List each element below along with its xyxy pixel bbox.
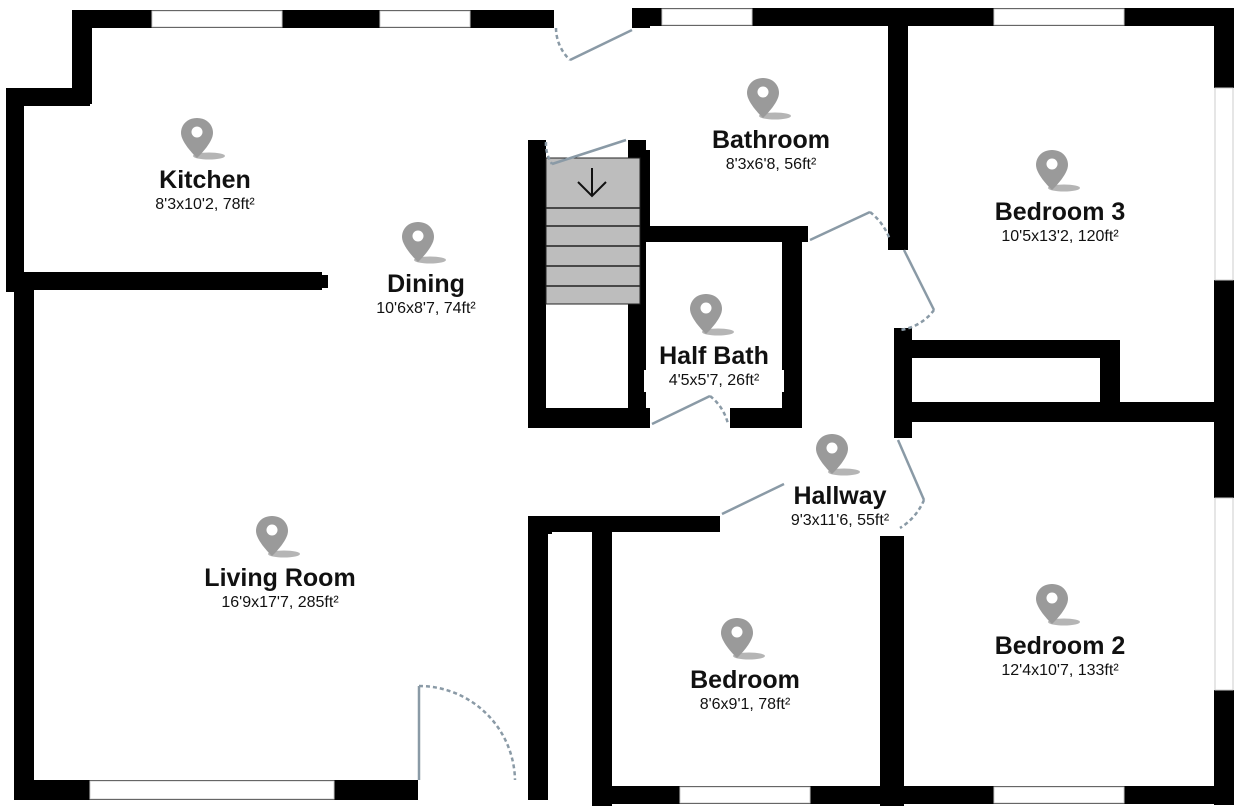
room-label-bedroom: Bedroom 8'6x9'1, 78ft²: [615, 616, 875, 716]
room-dimensions: 8'6x9'1, 78ft²: [699, 696, 791, 713]
door-bedroom: [721, 482, 785, 516]
room-name: Hallway: [793, 482, 887, 510]
stairs-down-arrow-icon: [577, 168, 607, 198]
door-half-bath: [651, 394, 730, 426]
room-label-livingroom: Living Room 16'9x17'7, 285ft²: [150, 514, 410, 614]
door-living-room: [417, 684, 517, 781]
room-name: Dining: [387, 270, 465, 298]
room-label-bedroom2: Bedroom 2 12'4x10'7, 133ft²: [930, 582, 1190, 682]
room-dimensions: 10'5x13'2, 120ft²: [1001, 228, 1119, 245]
room-label-dining: Dining 10'6x8'7, 74ft²: [296, 220, 556, 320]
room-label-kitchen: Kitchen 8'3x10'2, 78ft²: [75, 116, 335, 216]
room-name: Bathroom: [711, 126, 831, 154]
map-pin-icon: [1036, 584, 1080, 626]
map-pin-icon: [721, 618, 765, 660]
room-dimensions: 12'4x10'7, 133ft²: [1001, 662, 1119, 679]
room-dimensions: 16'9x17'7, 285ft²: [221, 594, 339, 611]
room-name: Bedroom 3: [994, 198, 1126, 226]
door-bedroom-3: [899, 249, 936, 332]
map-pin-icon: [1036, 150, 1080, 192]
map-pin-icon: [690, 294, 734, 336]
room-dimensions: 10'6x8'7, 74ft²: [376, 300, 476, 317]
room-dimensions: 9'3x11'6, 55ft²: [790, 512, 890, 529]
room-dimensions: 8'3x10'2, 78ft²: [155, 196, 255, 213]
room-name: Living Room: [204, 564, 356, 592]
room-name: Kitchen: [159, 166, 251, 194]
map-pin-icon: [181, 118, 225, 160]
room-dimensions: 4'5x5'7, 26ft²: [644, 370, 784, 392]
door-bathroom: [809, 210, 892, 242]
map-pin-icon: [816, 434, 860, 476]
map-pin-icon: [256, 516, 300, 558]
windows: [89, 8, 1234, 804]
door-bedroom-2: [896, 439, 926, 530]
map-pin-icon: [747, 78, 791, 120]
room-label-hallway: Hallway 9'3x11'6, 55ft²: [710, 432, 970, 532]
door-entry-top: [554, 27, 633, 62]
stairs: [545, 157, 641, 305]
room-name: Bedroom: [690, 666, 800, 694]
room-label-bedroom3: Bedroom 3 10'5x13'2, 120ft²: [930, 148, 1190, 248]
map-pin-icon: [402, 222, 446, 264]
door-stairs: [544, 138, 627, 166]
doors: [417, 27, 936, 781]
room-label-halfbath: Half Bath 4'5x5'7, 26ft²: [584, 292, 844, 392]
room-dimensions: 8'3x6'8, 56ft²: [725, 156, 817, 173]
room-label-bathroom: Bathroom 8'3x6'8, 56ft²: [641, 76, 901, 176]
room-name: Half Bath: [659, 342, 769, 370]
room-name: Bedroom 2: [994, 632, 1126, 660]
